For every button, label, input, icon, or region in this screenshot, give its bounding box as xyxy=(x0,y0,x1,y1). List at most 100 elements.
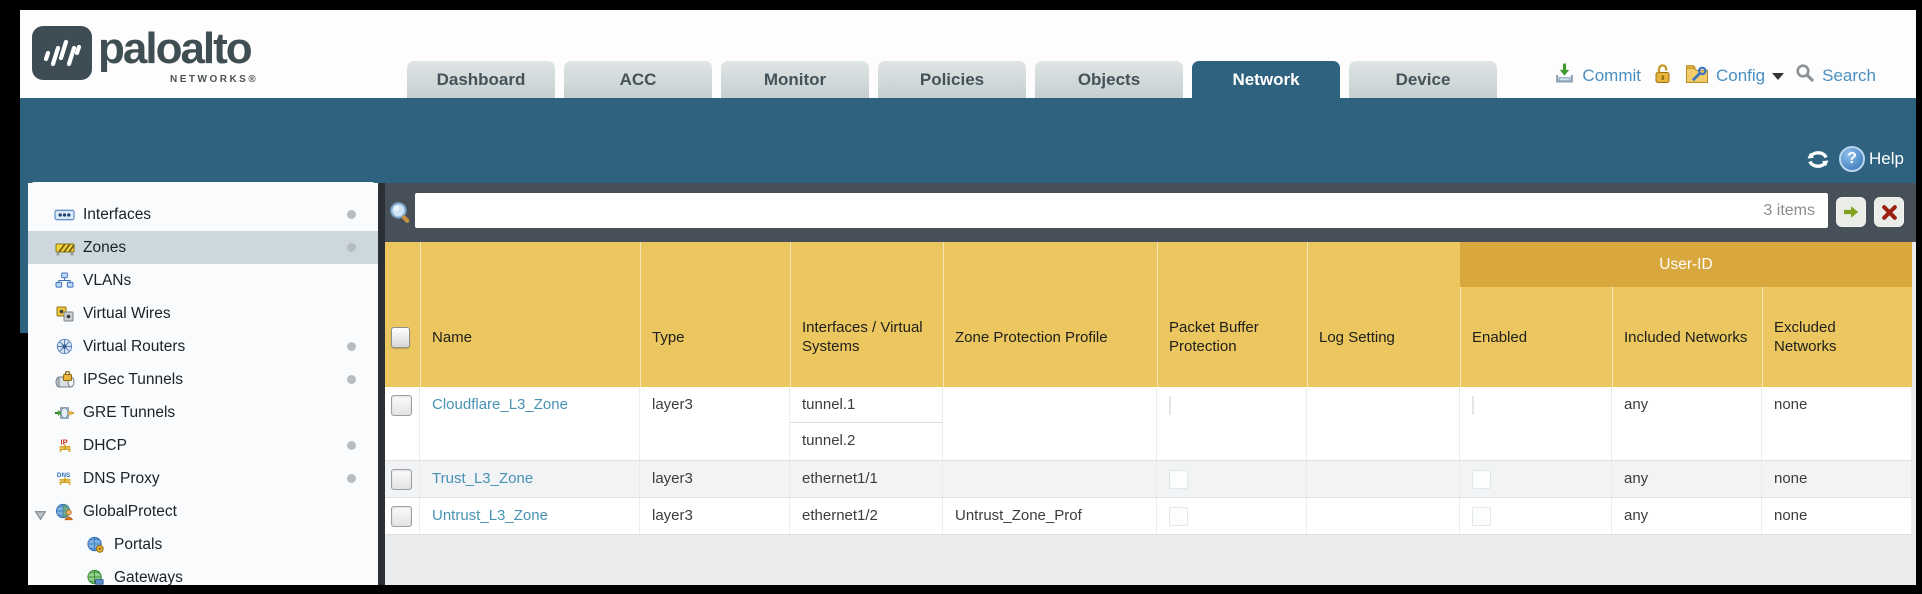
row-select-checkbox[interactable] xyxy=(391,395,412,416)
select-all-checkbox[interactable] xyxy=(391,326,410,348)
config-button[interactable]: Config xyxy=(1715,65,1766,85)
left-edge-strip xyxy=(20,183,28,333)
sidebar-item-gateways[interactable]: Gateways xyxy=(28,561,378,585)
zone-protection-profile: Untrust_Zone_Prof xyxy=(943,498,1157,534)
sidebar-item-label: IPSec Tunnels xyxy=(83,370,183,388)
tab-label: Dashboard xyxy=(436,69,526,89)
interface-entry: ethernet1/1 xyxy=(802,470,878,487)
search-button[interactable]: Search xyxy=(1822,65,1876,85)
filter-input-wrap: 3 items xyxy=(415,193,1828,228)
tab-dashboard[interactable]: Dashboard xyxy=(407,61,555,98)
help-label[interactable]: Help xyxy=(1869,149,1904,168)
packet-buffer-protection-checkbox[interactable] xyxy=(1169,506,1188,526)
excluded-networks: none xyxy=(1762,498,1912,534)
filter-toolbar: 3 items xyxy=(385,183,1916,242)
sidebar-item-portals[interactable]: Portals xyxy=(28,528,378,561)
packet-buffer-protection-checkbox[interactable] xyxy=(1169,469,1188,489)
tab-acc[interactable]: ACC xyxy=(564,61,712,98)
sidebar-item-virtual-wires[interactable]: Virtual Wires xyxy=(28,297,378,330)
column-header-excluded-networks[interactable]: Excluded Networks xyxy=(1774,319,1837,355)
help-icon[interactable]: ? xyxy=(1839,146,1866,172)
column-header-zone-protection-profile[interactable]: Zone Protection Profile xyxy=(955,328,1108,346)
expand-triangle-icon[interactable] xyxy=(34,507,47,525)
vlans-icon xyxy=(54,272,75,289)
status-dot xyxy=(347,474,356,483)
zone-name-link[interactable]: Trust_L3_Zone xyxy=(420,461,640,497)
search-icon xyxy=(1795,63,1815,88)
tab-label: Device xyxy=(1395,69,1451,89)
column-header-packet-buffer-protection[interactable]: Packet Buffer Protection xyxy=(1169,319,1259,355)
log-setting xyxy=(1307,461,1460,497)
interfaces-icon xyxy=(54,208,75,222)
header-separator xyxy=(1307,242,1308,387)
sidebar-item-label: Interfaces xyxy=(83,205,152,223)
virtual-routers-icon xyxy=(54,338,75,355)
zone-name-link[interactable]: Cloudflare_L3_Zone xyxy=(420,387,640,460)
column-header-type[interactable]: Type xyxy=(652,328,685,346)
tab-label: Policies xyxy=(919,69,985,89)
sidebar-item-virtual-routers[interactable]: Virtual Routers xyxy=(28,330,378,363)
user-id-enabled-checkbox[interactable] xyxy=(1472,396,1474,415)
clear-filter-button[interactable] xyxy=(1874,197,1904,227)
status-dot xyxy=(347,375,356,384)
refresh-icon[interactable] xyxy=(1805,148,1831,171)
sidebar-item-gre-tunnels[interactable]: GRE Tunnels xyxy=(28,396,378,429)
status-dot xyxy=(347,210,356,219)
sidebar-item-globalprotect[interactable]: GlobalProtect xyxy=(28,495,378,528)
user-id-enabled-checkbox[interactable] xyxy=(1472,469,1491,489)
user-id-enabled-checkbox[interactable] xyxy=(1472,506,1491,526)
commit-icon xyxy=(1554,62,1575,89)
header-separator xyxy=(1762,287,1763,387)
panel-splitter[interactable] xyxy=(378,183,385,585)
sidebar-item-vlans[interactable]: VLANs xyxy=(28,264,378,297)
user-id-group-header: User-ID xyxy=(1460,242,1912,287)
included-networks: any xyxy=(1612,461,1762,497)
tab-device[interactable]: Device xyxy=(1349,61,1497,98)
row-select-checkbox[interactable] xyxy=(391,468,412,490)
sidebar-item-ipsec-tunnels[interactable]: IPSec Tunnels xyxy=(28,363,378,396)
zones-table-header: User-ID Name Type Interfaces / Virtual Sys… xyxy=(385,242,1912,387)
paloalto-logo-icon xyxy=(32,26,92,80)
lock-icon[interactable] xyxy=(1654,63,1672,89)
sidebar-item-interfaces[interactable]: Interfaces xyxy=(28,198,378,231)
row-select-checkbox[interactable] xyxy=(391,505,412,527)
tab-monitor[interactable]: Monitor xyxy=(721,61,869,98)
zone-name-link[interactable]: Untrust_L3_Zone xyxy=(420,498,640,534)
filter-input[interactable] xyxy=(415,193,1764,228)
filter-search-icon xyxy=(388,200,413,230)
items-count-label: 3 items xyxy=(1763,201,1815,219)
zone-interfaces: ethernet1/1 xyxy=(790,461,943,497)
packet-buffer-protection-checkbox[interactable] xyxy=(1169,396,1171,415)
commit-button[interactable]: Commit xyxy=(1582,65,1641,85)
interface-entry: tunnel.2 xyxy=(802,432,856,449)
column-header-included-networks[interactable]: Included Networks xyxy=(1624,328,1748,346)
content-area: 3 items User-ID Name Type Interfaces / Vir… xyxy=(385,183,1916,585)
column-header-enabled[interactable]: Enabled xyxy=(1472,328,1528,346)
tab-policies[interactable]: Policies xyxy=(878,61,1026,98)
log-setting xyxy=(1307,498,1460,534)
column-header-log-setting[interactable]: Log Setting xyxy=(1319,328,1395,346)
sidebar-item-zones[interactable]: Zones xyxy=(28,231,378,264)
column-header-name[interactable]: Name xyxy=(432,328,473,346)
config-caret-down-icon[interactable] xyxy=(1772,73,1785,80)
header-separator xyxy=(640,242,641,387)
portals-icon xyxy=(85,536,106,554)
column-header-interfaces-virtual-systems[interactable]: Interfaces / Virtual Systems xyxy=(802,319,923,355)
included-networks: any xyxy=(1612,498,1762,534)
ipsec-tunnels-icon xyxy=(54,371,75,388)
tab-objects[interactable]: Objects xyxy=(1035,61,1183,98)
sidebar-item-label: GlobalProtect xyxy=(83,502,177,520)
brand-name: paloalto xyxy=(98,24,253,73)
zones-icon xyxy=(54,240,75,256)
excluded-networks: none xyxy=(1762,387,1912,460)
apply-filter-button[interactable] xyxy=(1836,197,1866,227)
tab-network[interactable]: Network xyxy=(1192,61,1340,98)
